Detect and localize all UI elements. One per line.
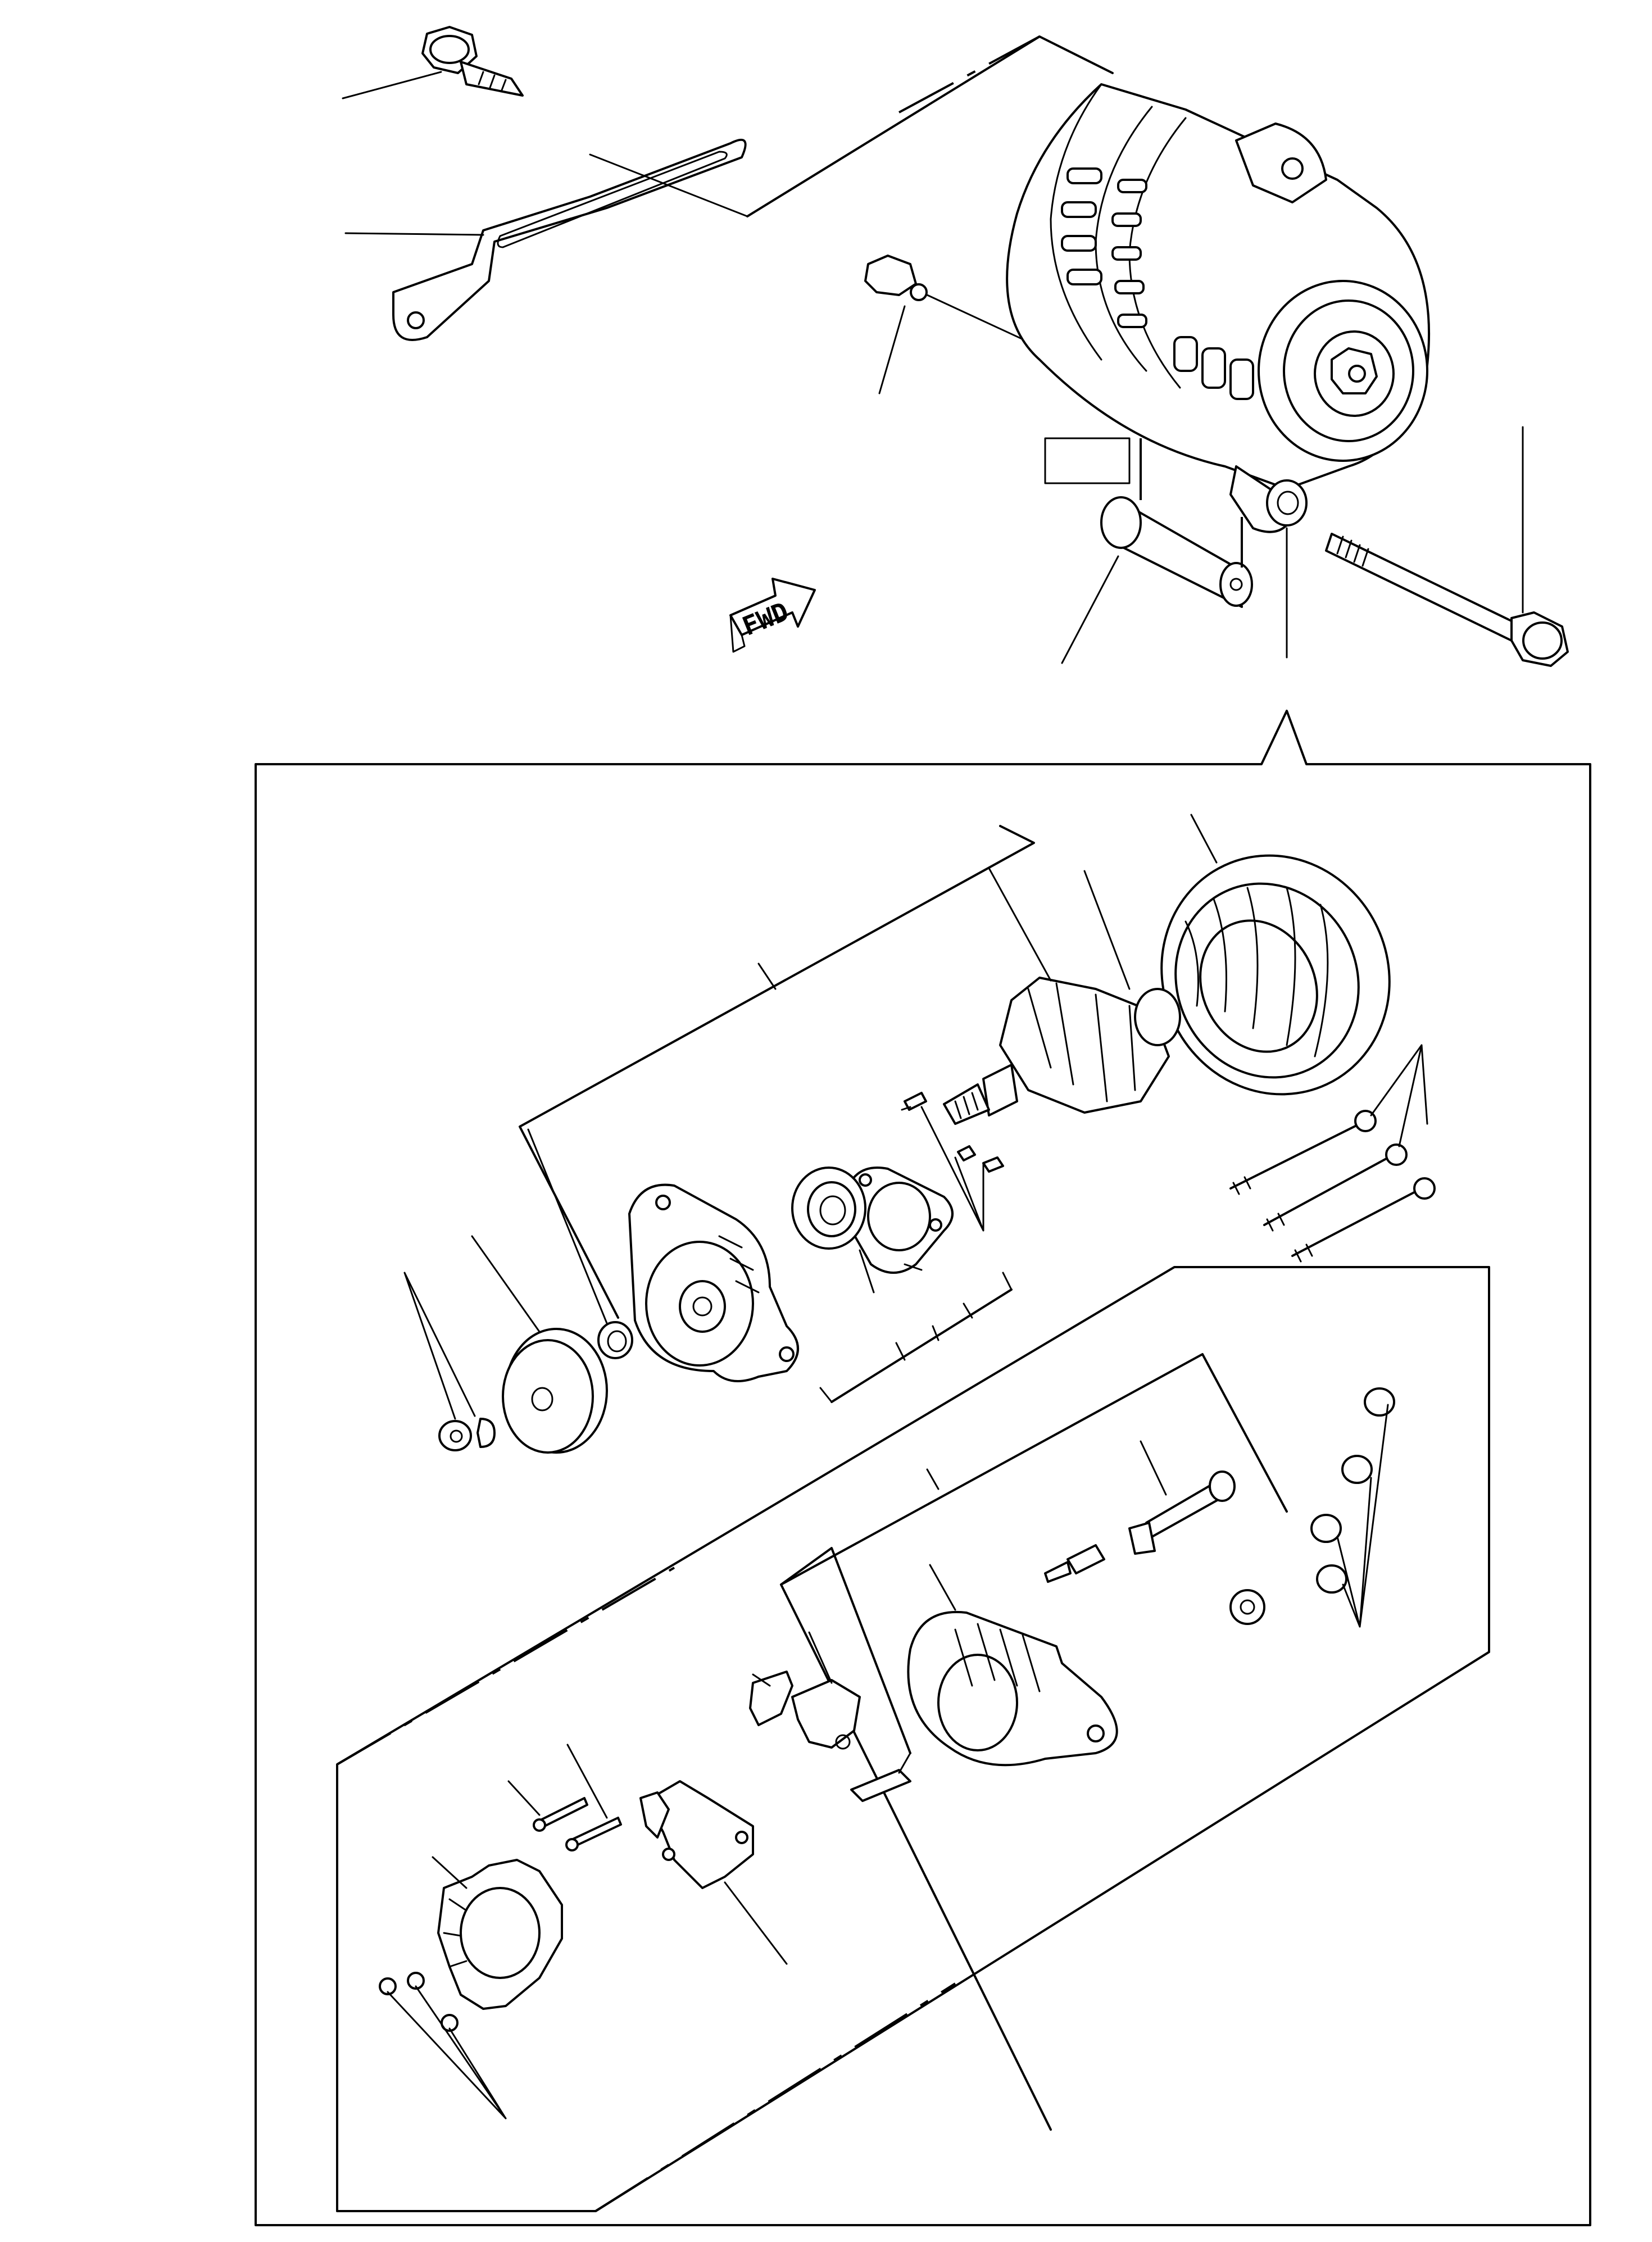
rear-end-cover xyxy=(437,1859,563,2010)
ic-regulator xyxy=(791,1679,861,1750)
through-bolts xyxy=(1229,1110,1436,1263)
leader-cover-nuts xyxy=(387,1985,507,2120)
leader-stator xyxy=(1190,814,1218,864)
rear-frame xyxy=(907,1610,1118,1767)
spacer-collar xyxy=(1100,496,1253,608)
terminal-plug xyxy=(850,1769,911,1802)
alternator-frame-dash xyxy=(898,35,1040,114)
leader-front-bearing xyxy=(859,1249,875,1294)
drive-end-frame xyxy=(628,1183,799,1382)
leader-terminal-plug xyxy=(898,1752,911,1774)
retainer-screws xyxy=(901,1092,1004,1173)
leader-bracket-bolt xyxy=(342,71,442,99)
leader-ic-regulator xyxy=(808,1631,833,1684)
leader-rear-end-cover xyxy=(432,1856,468,1889)
holder-screws xyxy=(533,1797,622,1851)
leader-adjusting-bracket xyxy=(344,232,484,236)
rectifier-holder xyxy=(639,1780,754,1889)
leader-through-bolts xyxy=(1370,1044,1428,1147)
rear-housing-bracket xyxy=(830,1288,1013,1403)
stator xyxy=(1160,854,1391,1096)
rear-group-frame xyxy=(336,1266,1490,2212)
regulator-group-bracket xyxy=(780,1547,911,1754)
leader-spacer-collar xyxy=(1061,555,1119,664)
retainer-plate xyxy=(847,1167,954,1274)
adjusting-nut xyxy=(864,255,928,301)
terminal-nuts xyxy=(1310,1387,1395,1594)
leader-brush-holder xyxy=(752,1673,771,1687)
front-bearing xyxy=(791,1167,866,1250)
adjusting-bracket xyxy=(392,138,747,341)
bracket-to-alternator-line xyxy=(589,153,748,217)
leader-front-group xyxy=(757,963,777,990)
leader-rear-housing-group xyxy=(926,1468,940,1490)
rear-housing-group-bracket xyxy=(780,1353,1288,2131)
rotor xyxy=(943,977,1181,1125)
leader-holder-screw-2 xyxy=(566,1744,608,1819)
pulley-nut xyxy=(438,1418,496,1451)
leader-retainer-plate xyxy=(904,1263,923,1271)
leader-holder-screw-1 xyxy=(507,1780,541,1816)
front-group-bracket xyxy=(519,825,1035,1319)
bracket-rear-lines xyxy=(819,1272,1013,1403)
alternator-body xyxy=(1006,83,1431,533)
spacer-label-box xyxy=(1044,437,1131,484)
leader-rear-frame xyxy=(929,1564,956,1611)
leader-pulley-nut xyxy=(403,1272,476,1420)
pivot-bolt xyxy=(1325,533,1569,667)
leader-spacer-ring xyxy=(527,1128,608,1324)
leader-terminal-nuts xyxy=(1336,1404,1389,1628)
leader-retainer-screws xyxy=(920,1106,984,1232)
leader-rotor xyxy=(988,867,1052,982)
cover-nuts xyxy=(379,1972,459,2032)
pulley xyxy=(502,1328,608,1454)
bracket-bolt xyxy=(421,26,524,97)
b-terminal-bolt xyxy=(1128,1471,1236,1555)
exploded-view-frame xyxy=(255,710,1591,2226)
spacer-ring xyxy=(597,1321,633,1359)
leader-pulley xyxy=(471,1235,541,1333)
leader-adjusting-nut xyxy=(878,305,906,394)
leader-rectifier-holder xyxy=(724,1881,788,1965)
fwd-direction-arrow: FWD xyxy=(729,578,816,653)
terminal-insulator xyxy=(1044,1544,1105,1583)
leader-rotor-bearing xyxy=(1083,870,1131,990)
terminal-nut-small xyxy=(1229,1589,1265,1625)
leader-b-terminal-bolt xyxy=(1140,1440,1167,1496)
brush-holder xyxy=(749,1671,793,1726)
rear-group-dash-bottom xyxy=(594,1982,956,2212)
rear-group-dash-left xyxy=(336,1567,675,1766)
